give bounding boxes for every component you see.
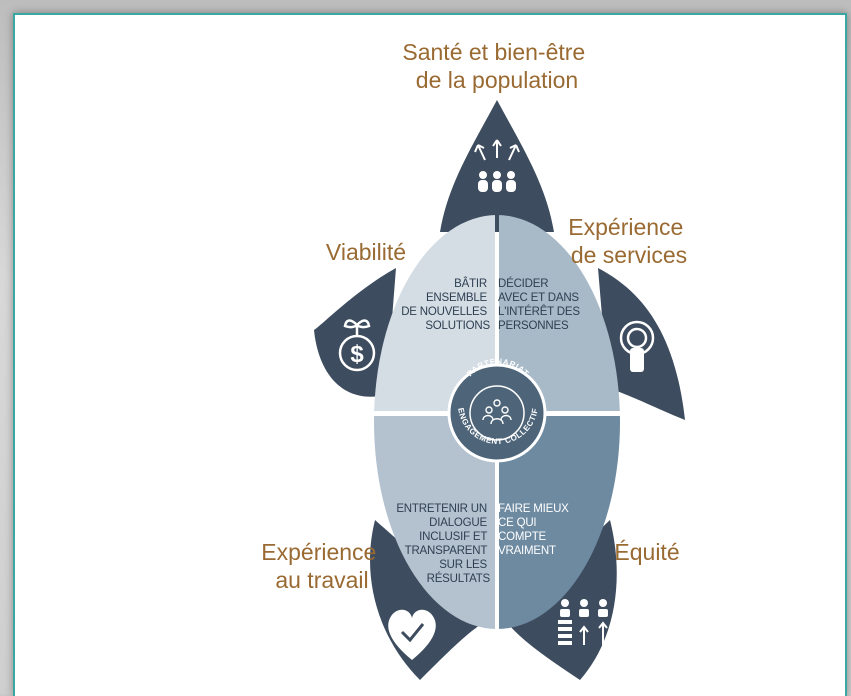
label-upper-left: Viabilité — [326, 239, 406, 265]
equity-people-icon — [558, 599, 608, 645]
petal-upper-left — [314, 268, 396, 397]
petal-top — [440, 100, 554, 232]
petal-upper-right — [598, 268, 685, 420]
people-group-icon — [482, 399, 512, 425]
quadrant-bottom-right-text: FAIRE MIEUX CE QUI COMPTE VRAIMENT — [498, 503, 572, 557]
quadrant-bottom-left-text: ENTRETENIR UN DIALOGUE INCLUSIF ET TRANS… — [396, 503, 490, 585]
center-circle — [447, 363, 547, 463]
heart-check-icon — [388, 609, 436, 660]
label-top: Santé et bien-être de la population — [402, 39, 591, 93]
population-growth-icon — [474, 139, 520, 192]
quadrant-top-left-text: BÂTIR ENSEMBLE DE NOUVELLES SOLUTIONS — [401, 277, 490, 332]
label-lower-left: Expérience au travail — [261, 539, 382, 593]
money-plant-icon: $ — [338, 319, 376, 372]
person-service-icon — [619, 320, 655, 372]
svg-text:$: $ — [350, 341, 364, 368]
label-lower-right: Équité — [614, 539, 679, 565]
petal-lower-right — [505, 520, 617, 680]
quadrant-top-right-text: DÉCIDER AVEC ET DANS L'INTÉRÊT DES PERSO… — [498, 277, 583, 332]
label-upper-right: Expérience de services — [568, 214, 689, 268]
